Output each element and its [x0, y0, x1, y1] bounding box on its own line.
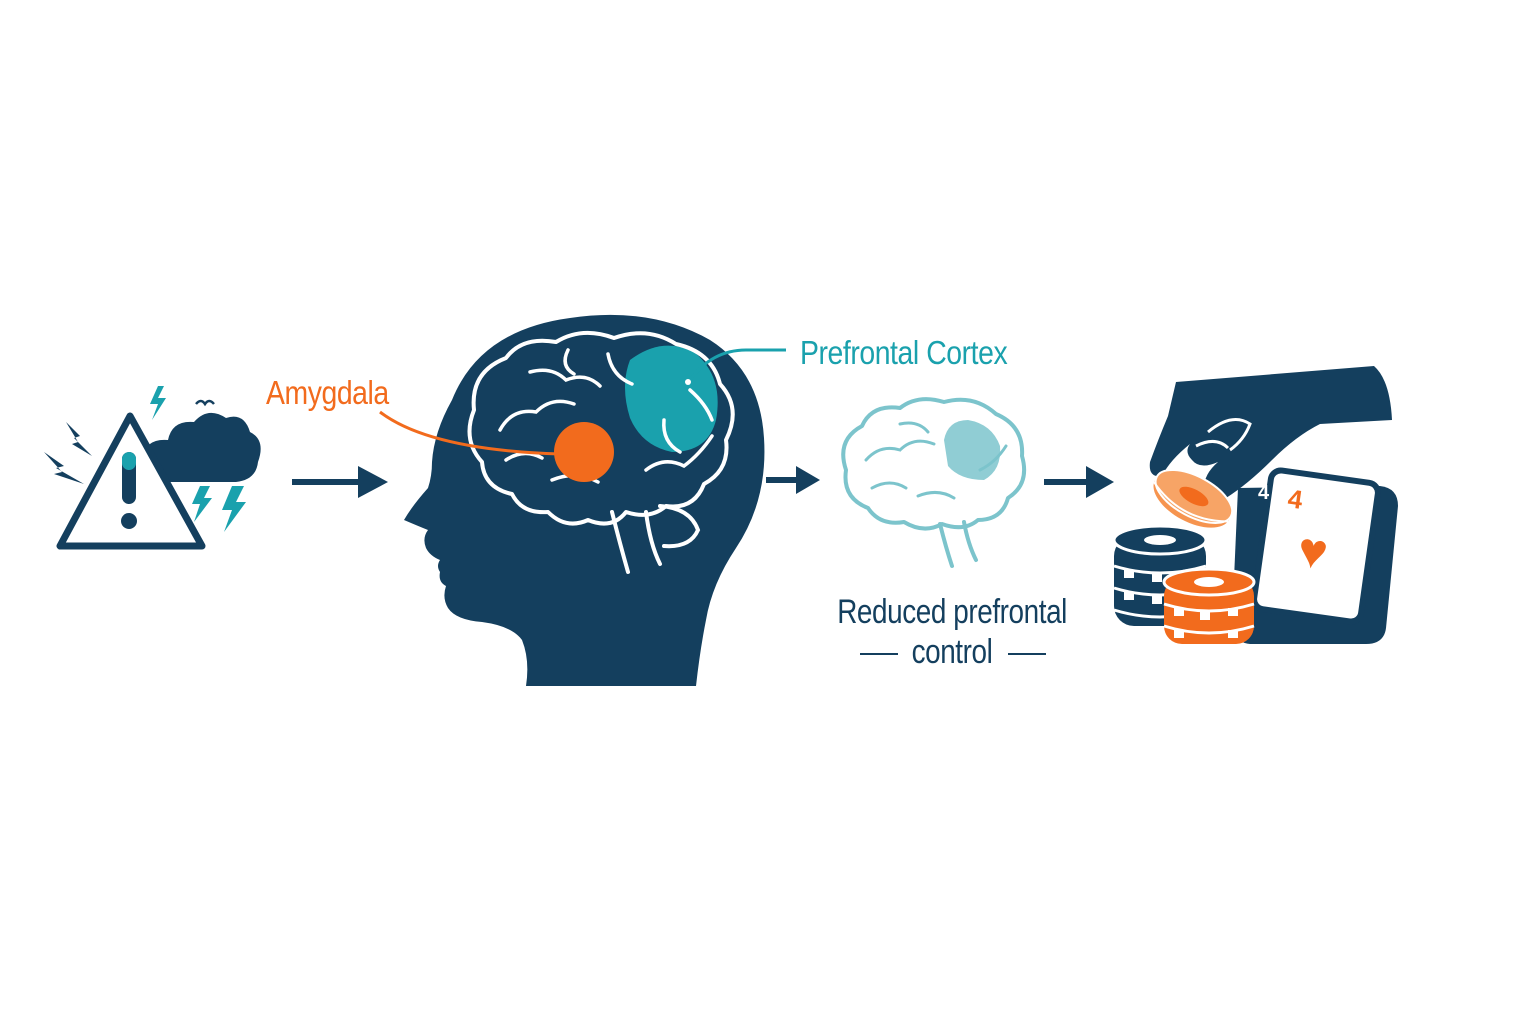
pfc-pointer-line [688, 348, 786, 381]
cerebellum [658, 504, 701, 549]
bird-icon [195, 399, 215, 407]
amygdala-label: Amygdala [266, 374, 389, 411]
playing-card-front [1251, 467, 1381, 625]
lightning-icon-left [66, 422, 92, 456]
lightning-icon-left2 [44, 452, 84, 484]
weak-brainstem [938, 520, 978, 568]
lightning-icon-right1 [192, 486, 212, 522]
hand-chips-cards-icon [1112, 366, 1398, 644]
lightning-icon-right2 [222, 486, 246, 532]
brain-outline [467, 330, 735, 526]
head-silhouette [404, 314, 765, 686]
storm-cloud-icon [141, 412, 261, 482]
amygdala-marker [554, 422, 614, 482]
amygdala-pointer-line [379, 410, 561, 456]
held-chip [1153, 468, 1234, 528]
chip-stack-orange [1162, 567, 1256, 644]
prefrontal-cortex-label: Prefrontal Cortex [800, 334, 1008, 371]
weak-brain-outline [841, 397, 1027, 531]
arrow-3 [1044, 466, 1114, 498]
outline-brain-icon [841, 397, 1027, 568]
brainstem [610, 510, 662, 574]
back-card-rank: 4 [1258, 482, 1269, 504]
brain-gyri [498, 348, 714, 484]
reduced-control-line1: Reduced prefrontal [837, 593, 1067, 631]
exclamation-dot [121, 513, 137, 529]
reduced-control-line2: control [911, 633, 993, 671]
weak-prefrontal-region [944, 420, 1001, 480]
head-brain-icon [379, 314, 786, 686]
hand-icon [1149, 366, 1392, 501]
arrow-1 [292, 466, 388, 498]
warning-storm-icon [44, 386, 261, 550]
lightning-icon-top [150, 386, 166, 420]
reduced-control-label: Reduced prefrontal control [837, 592, 1067, 672]
arrow-2 [766, 466, 820, 494]
